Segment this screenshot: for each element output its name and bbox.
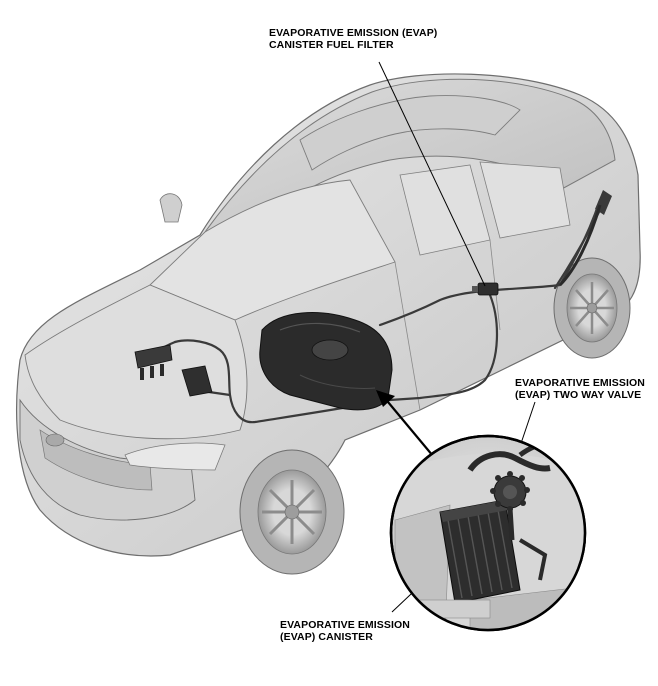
label-line: (EVAP) CANISTER — [280, 631, 410, 643]
label-line: EVAPORATIVE EMISSION (EVAP) — [269, 27, 437, 39]
label-line: EVAPORATIVE EMISSION — [280, 619, 410, 631]
label-evap-two-way-valve: EVAPORATIVE EMISSION (EVAP) TWO WAY VALV… — [515, 377, 645, 401]
front-wheel — [240, 450, 344, 574]
label-evap-canister: EVAPORATIVE EMISSION (EVAP) CANISTER — [280, 619, 410, 643]
label-evap-canister-fuel-filter: EVAPORATIVE EMISSION (EVAP) CANISTER FUE… — [269, 27, 437, 51]
label-line: EVAPORATIVE EMISSION — [515, 377, 645, 389]
detail-inset — [391, 436, 600, 640]
label-line: CANISTER FUEL FILTER — [269, 39, 437, 51]
label-line: (EVAP) TWO WAY VALVE — [515, 389, 645, 401]
